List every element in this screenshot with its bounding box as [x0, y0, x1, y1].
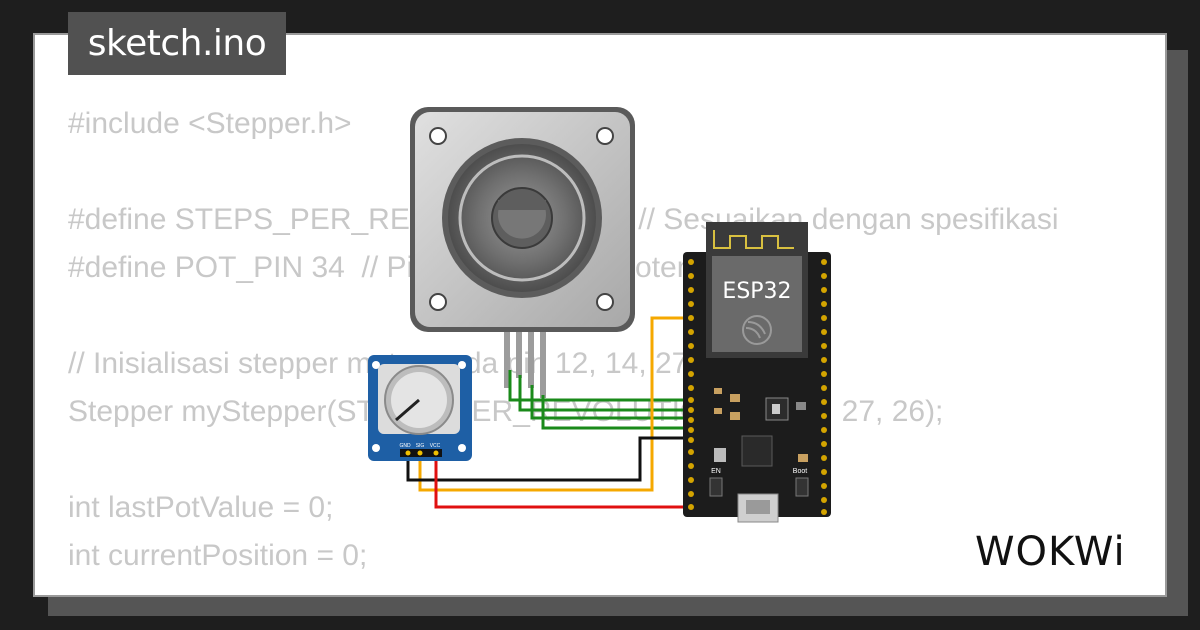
wokwi-logo: WOKWi: [975, 529, 1126, 575]
espressif-logo-icon: [742, 315, 772, 345]
code-line: #include <Stepper.h>: [68, 107, 352, 140]
pot-pin-label: VCC: [430, 443, 441, 449]
en-button-label: EN: [711, 468, 721, 475]
boot-button-label: Boot: [793, 468, 807, 475]
wires: [406, 316, 690, 509]
wokwi-logo-text: WOKWi: [975, 529, 1126, 575]
right-pin-header: [821, 259, 827, 515]
code-line: int lastPotValue = 0;: [68, 491, 334, 524]
esp32-chip-label: ESP32: [722, 279, 791, 304]
code-line: int currentPosition = 0;: [68, 539, 368, 572]
potentiometer[interactable]: GND SIG VCC: [368, 355, 472, 461]
left-pin-header: [688, 259, 694, 510]
pot-pin-label: SIG: [416, 443, 425, 449]
code-preview: #include <Stepper.h> #define STEPS_PER_RE…: [68, 100, 1059, 580]
file-name-tab: sketch.ino: [68, 12, 286, 75]
stepper-motor[interactable]: [410, 107, 635, 398]
pot-pin-label: GND: [399, 443, 411, 449]
code-line: #define STEPS_PER_REVOLUTION 200 // Sesu…: [68, 203, 1059, 236]
esp32-board[interactable]: ESP32 EN Boot: [683, 222, 831, 523]
